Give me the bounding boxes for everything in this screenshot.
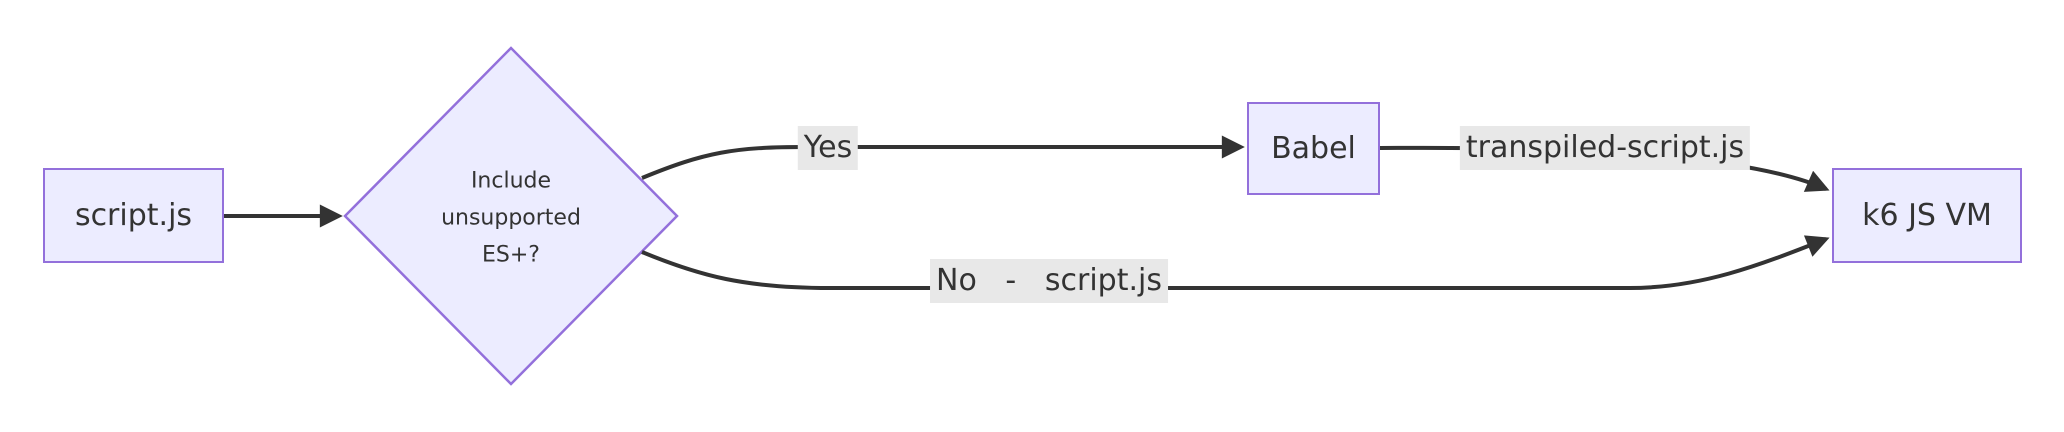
node-k6-js-vm: k6 JS VM	[1832, 168, 2022, 263]
edge-label-transpiled-script: transpiled-script.js	[1459, 126, 1751, 170]
node-script-js-label: script.js	[74, 197, 193, 233]
edge-label-yes: Yes	[797, 126, 859, 170]
node-script-js: script.js	[43, 168, 224, 263]
edge-label-no-script: No - script.js	[930, 259, 1168, 303]
node-babel-label: Babel	[1271, 130, 1356, 166]
node-babel: Babel	[1247, 102, 1380, 195]
node-k6-js-vm-label: k6 JS VM	[1862, 197, 1992, 233]
node-decision-label: Include unsupported ES+?	[441, 163, 581, 274]
decision-diamond-shape	[343, 46, 679, 386]
edge-decision-to-babel-yes	[641, 135, 1245, 180]
edge-decision-to-k6vm-no	[641, 235, 1830, 290]
decision-line-2: unsupported	[441, 205, 581, 231]
decision-line-1: Include	[470, 168, 552, 194]
decision-line-3: ES+?	[482, 242, 540, 268]
